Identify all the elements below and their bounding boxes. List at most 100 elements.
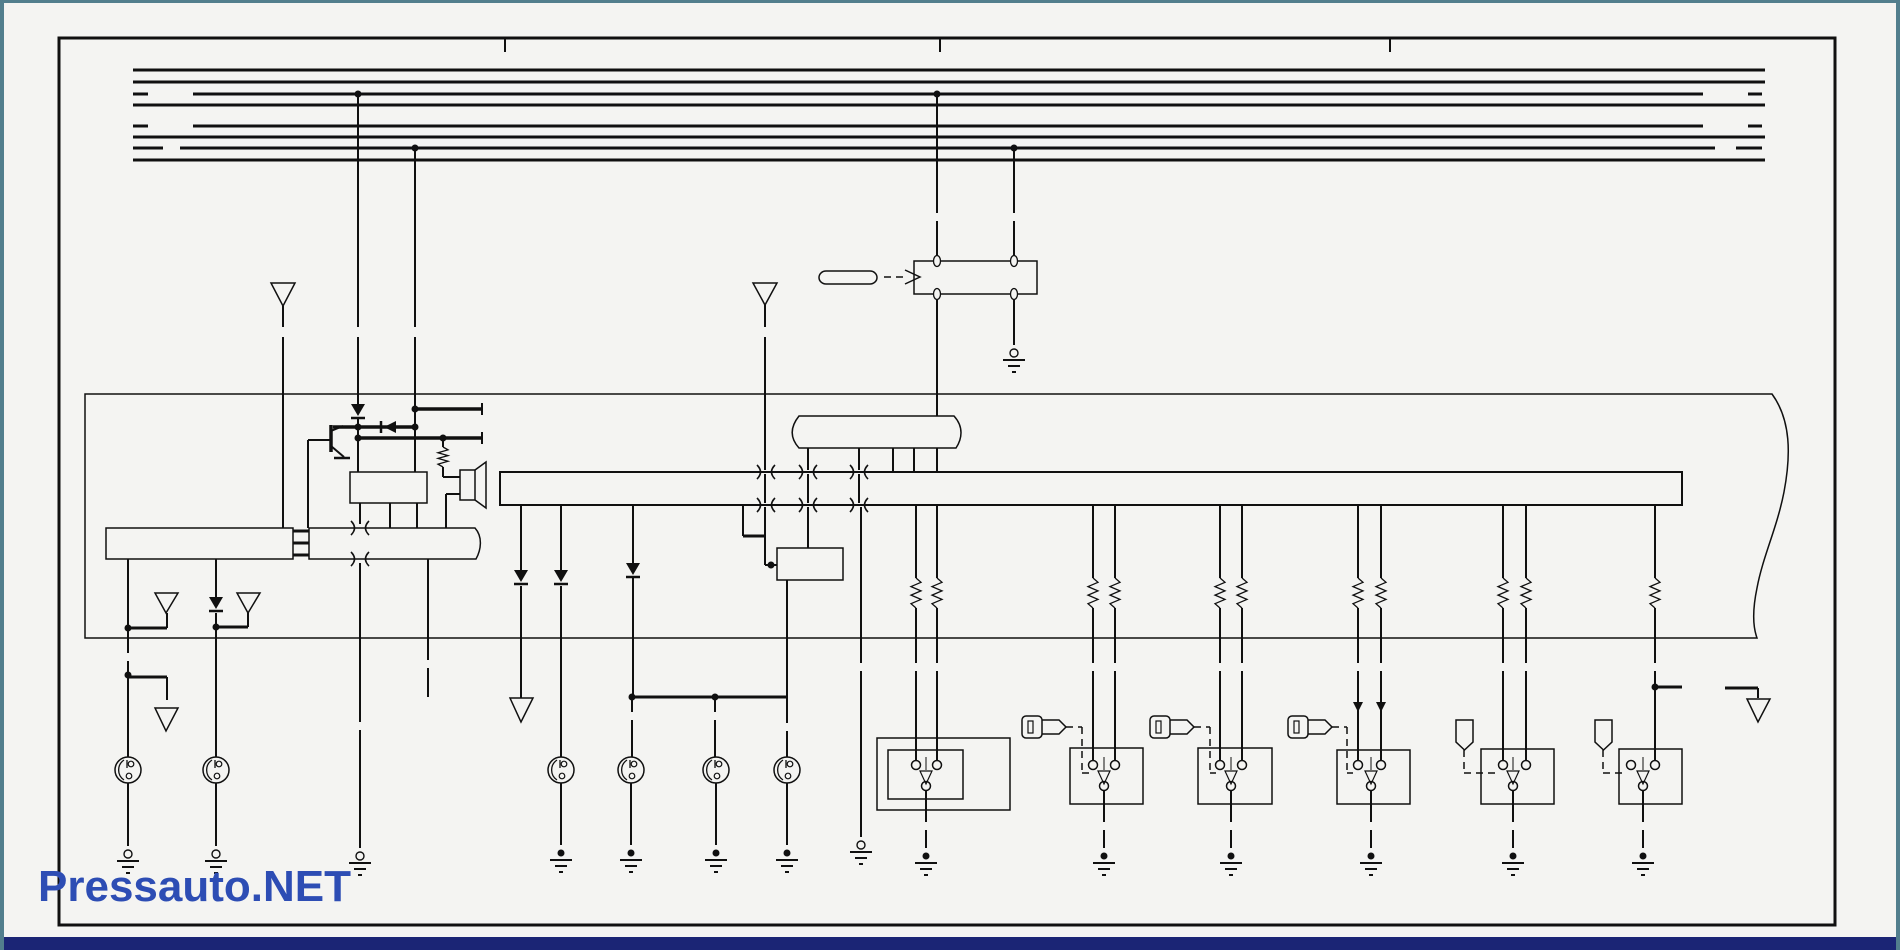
- diode-icon: [626, 563, 640, 575]
- ground-icon: [1100, 852, 1108, 860]
- ground-icon: [856, 840, 866, 850]
- switch-contact: [1497, 759, 1509, 771]
- bulb-icon: [558, 772, 566, 780]
- bulb-icon: [702, 756, 730, 784]
- inline-connector-icon: [812, 497, 818, 513]
- main-harness-box: [499, 471, 1683, 506]
- arrow-down-icon: [1376, 702, 1386, 712]
- junction-dot: [354, 423, 362, 431]
- diode-icon: [554, 570, 568, 582]
- inline-connector-icon: [364, 520, 370, 536]
- resistor-icon: [1351, 577, 1365, 609]
- relay-terminal: [932, 254, 942, 268]
- torn-edge-box: [791, 415, 962, 449]
- resistor-icon: [1648, 577, 1662, 609]
- key-icon: [1155, 720, 1162, 734]
- bulb-icon: [784, 772, 792, 780]
- switch-arm: [1224, 770, 1238, 786]
- resistor-icon: [930, 577, 944, 609]
- switch-contact: [910, 759, 922, 771]
- control-module-box: [349, 471, 428, 504]
- switch-unit-box: [1480, 748, 1555, 805]
- bulb-icon: [118, 759, 125, 781]
- switch-arm: [1636, 770, 1650, 786]
- inline-connector-icon: [798, 464, 804, 480]
- switch-contact: [931, 759, 943, 771]
- diode-icon: [209, 597, 223, 609]
- inner-container-box: [84, 393, 1790, 639]
- key-icon: [1293, 720, 1300, 734]
- flag-icon: [1455, 719, 1474, 752]
- capsule-connector: [818, 270, 878, 285]
- arrow-down-icon: [1353, 702, 1363, 712]
- inline-connector-icon: [350, 551, 356, 567]
- bulb-icon: [621, 759, 628, 781]
- junction-dot: [1651, 683, 1659, 691]
- junction-dot: [711, 693, 719, 701]
- resistor-icon: [1086, 577, 1100, 609]
- speaker-cone: [474, 460, 487, 510]
- diode-icon: [514, 570, 528, 582]
- junction-dot: [439, 434, 447, 442]
- resistor-icon: [1213, 577, 1227, 609]
- switch-contact: [1098, 780, 1110, 792]
- switch-contact: [1352, 759, 1364, 771]
- switch-contact: [1375, 759, 1387, 771]
- junction-dot: [124, 624, 132, 632]
- torn-edge-connector-box: [308, 527, 482, 560]
- resistor-icon: [1519, 577, 1533, 609]
- switch-contact: [1236, 759, 1248, 771]
- switch-contact: [1087, 759, 1099, 771]
- junction-dot: [411, 405, 419, 413]
- key-icon: [1021, 715, 1043, 739]
- bottom-bar: [0, 937, 1900, 950]
- switch-contact: [1225, 780, 1237, 792]
- ground-icon: [1227, 852, 1235, 860]
- inline-connector-icon: [863, 464, 869, 480]
- ground-icon: [627, 849, 635, 857]
- inline-connector-icon: [770, 464, 776, 480]
- key-icon: [1149, 715, 1171, 739]
- inline-connector-icon: [849, 464, 855, 480]
- switch-unit-box: [1618, 748, 1683, 805]
- inline-connector-icon: [364, 551, 370, 567]
- window-frame-right: [1896, 0, 1900, 950]
- transistor-collector: [330, 425, 344, 432]
- key-icon: [1027, 720, 1034, 734]
- ground-icon: [557, 849, 565, 857]
- sub-module-box: [776, 547, 844, 581]
- ground-icon: [783, 849, 791, 857]
- bulb-icon: [786, 760, 794, 768]
- bulb-icon: [202, 756, 230, 784]
- resistor-icon: [1235, 577, 1249, 609]
- resistor-icon: [1374, 577, 1388, 609]
- junction-dot: [628, 693, 636, 701]
- key-icon: [1042, 719, 1068, 735]
- inline-connector-icon: [798, 497, 804, 513]
- switch-arm: [1097, 770, 1111, 786]
- bulb-icon: [551, 759, 558, 781]
- relay-terminal: [932, 287, 942, 301]
- inline-connector-icon: [350, 520, 356, 536]
- watermark-text: Pressauto.NET: [38, 862, 351, 911]
- bulb-icon: [213, 772, 221, 780]
- junction-dot: [767, 561, 775, 569]
- switch-unit-box: [1069, 747, 1144, 805]
- left-connector-box: [105, 527, 294, 560]
- inline-connector-icon: [849, 497, 855, 513]
- switch-contact: [1214, 759, 1226, 771]
- speaker-body: [459, 469, 476, 501]
- ground-icon: [1009, 348, 1019, 358]
- bulb-icon: [114, 756, 142, 784]
- bulb-icon: [125, 772, 133, 780]
- switch-unit-box: [1197, 747, 1273, 805]
- switch-arm: [1364, 770, 1378, 786]
- bulb-icon: [628, 772, 636, 780]
- switch-arm: [1506, 770, 1520, 786]
- junction-dot: [411, 144, 419, 152]
- ground-icon: [1639, 852, 1647, 860]
- transistor-emitter: [330, 445, 345, 458]
- switch-contact: [1520, 759, 1532, 771]
- switch-contact: [1649, 759, 1661, 771]
- bulb-icon: [127, 760, 135, 768]
